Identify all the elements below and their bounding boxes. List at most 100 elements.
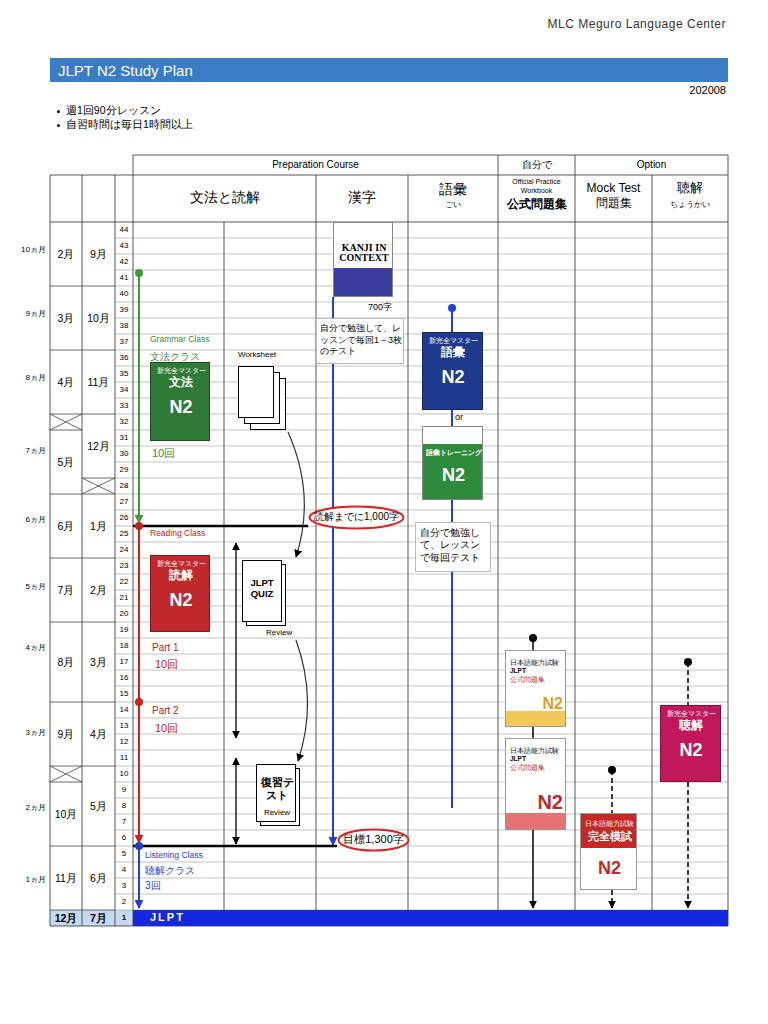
callout-oval: 目標1,300字	[337, 828, 410, 852]
label-text: 11月	[50, 872, 82, 884]
node-text: 公式問題集	[510, 676, 563, 684]
callout-oval: 読解までに1,000字	[308, 505, 405, 530]
label-text: 17	[115, 657, 133, 666]
book-cover: 新完全マスター読解N2	[150, 555, 210, 632]
label-text: 9ヵ月	[6, 309, 46, 318]
label-text: 36	[115, 353, 133, 362]
exam-band: JLPT	[133, 910, 728, 926]
label-text: MLC Meguro Language Center	[480, 18, 726, 32]
label-text: 6	[115, 833, 133, 842]
node-text: 完全模試	[583, 830, 636, 843]
node-text: 聴解	[663, 719, 719, 733]
label-text: 43	[115, 241, 133, 250]
label-text: 13	[115, 721, 133, 730]
book-cover: 新完全マスター語彙N2	[422, 332, 483, 410]
book-cover: 新完全マスター文法 N2	[150, 362, 210, 441]
node-text: Review	[257, 808, 297, 817]
label-text: 3回	[145, 880, 195, 892]
label-text: 6月	[82, 872, 115, 884]
node-text: N2	[510, 695, 563, 713]
label-text: 18	[115, 641, 133, 650]
label-text: 2ヵ月	[6, 803, 46, 812]
label-text: 文法クラス	[150, 351, 230, 363]
grammar-timeline	[138, 273, 140, 523]
label-text: 10回	[155, 658, 205, 671]
label-text: 5月	[50, 456, 82, 468]
label-text: 10ヵ月	[6, 245, 46, 254]
node-text: N2	[425, 465, 482, 486]
label-text: 29	[115, 465, 133, 474]
node-text: 公式問題集	[510, 764, 563, 772]
book-cover: 日本語能力試験JLPT公式問題集N2	[505, 738, 566, 830]
book-cover: 新完全マスター聴解N2	[660, 705, 721, 782]
label-text: 6月	[50, 520, 82, 532]
label-text: 41	[115, 273, 133, 282]
label-text: 14	[115, 705, 133, 714]
label-text: 16	[115, 673, 133, 682]
label-text: 7月	[82, 912, 115, 924]
label-text: 1ヵ月	[6, 875, 46, 884]
label-text: 11月	[82, 376, 115, 388]
label-text: 3月	[50, 312, 82, 324]
label-text: 週1回90分レッスン	[66, 104, 366, 116]
quiz-stack: JLPT QUIZReview	[240, 558, 300, 640]
span-arrow	[235, 543, 236, 738]
bullet	[57, 124, 60, 127]
label-text: Part 1	[152, 642, 212, 654]
label-text: 聴解	[652, 181, 728, 196]
note-box: 自分で勉強して、レッスンで毎回テスト	[415, 522, 491, 572]
final-row-fill	[50, 910, 133, 926]
label-text: 文法と読解	[133, 189, 316, 205]
label-text: 10回	[155, 722, 205, 735]
label-text: Grammar Class	[150, 335, 230, 345]
label-text: 8ヵ月	[6, 373, 46, 382]
milestone-line	[133, 525, 308, 528]
node-text: 日本語能力試験	[583, 820, 636, 827]
label-text: 問題集	[575, 197, 652, 211]
node-text: Worksheet	[238, 350, 292, 359]
label-text: 44	[115, 225, 133, 234]
label-text: 語彙	[408, 181, 498, 197]
label-text: 28	[115, 481, 133, 490]
node-text: N2	[153, 590, 209, 611]
label-text: 漢字	[316, 189, 408, 205]
listening-option-timeline	[687, 662, 689, 908]
label-text: 24	[115, 545, 133, 554]
label-text: 2	[115, 897, 133, 906]
label-text: Mock Test	[575, 182, 652, 196]
node-text: 日本語能力試験	[510, 747, 563, 754]
label-text: 15	[115, 689, 133, 698]
label-text: 19	[115, 625, 133, 634]
label-text: or	[455, 412, 475, 422]
label-text: Listening Class	[145, 851, 225, 861]
node-text: N2	[583, 858, 636, 879]
label-text: 1月	[82, 520, 115, 532]
label-text: 3ヵ月	[6, 728, 46, 737]
label-text: Workbook	[498, 187, 575, 195]
listening-timeline	[138, 846, 140, 908]
node-text: 新完全マスター	[153, 560, 209, 567]
paper-sheet	[238, 366, 274, 418]
label-text: 38	[115, 321, 133, 330]
label-text: 33	[115, 401, 133, 410]
span-arrow	[235, 758, 236, 844]
node-text: 新完全マスター	[153, 367, 209, 374]
node-text: N2	[510, 791, 563, 814]
node-text: 読解までに1,000字	[308, 511, 405, 523]
note-box: 自分で勉強して、レッスンで毎回1～3枚のテスト	[316, 318, 404, 364]
label-text: 4月	[50, 376, 82, 388]
label-text: 21	[115, 593, 133, 602]
label-text: 700字	[368, 302, 408, 312]
label-text: 9月	[50, 728, 82, 740]
flow-arrow	[296, 640, 308, 761]
node-text: JLPT	[510, 667, 563, 674]
node-text: 文法	[153, 376, 209, 390]
label-text: Part 2	[152, 705, 212, 717]
skipped-week-cross	[50, 414, 115, 782]
node-text: N2	[153, 397, 209, 418]
label-text: 30	[115, 449, 133, 458]
label-text: Official Practice	[498, 178, 575, 186]
